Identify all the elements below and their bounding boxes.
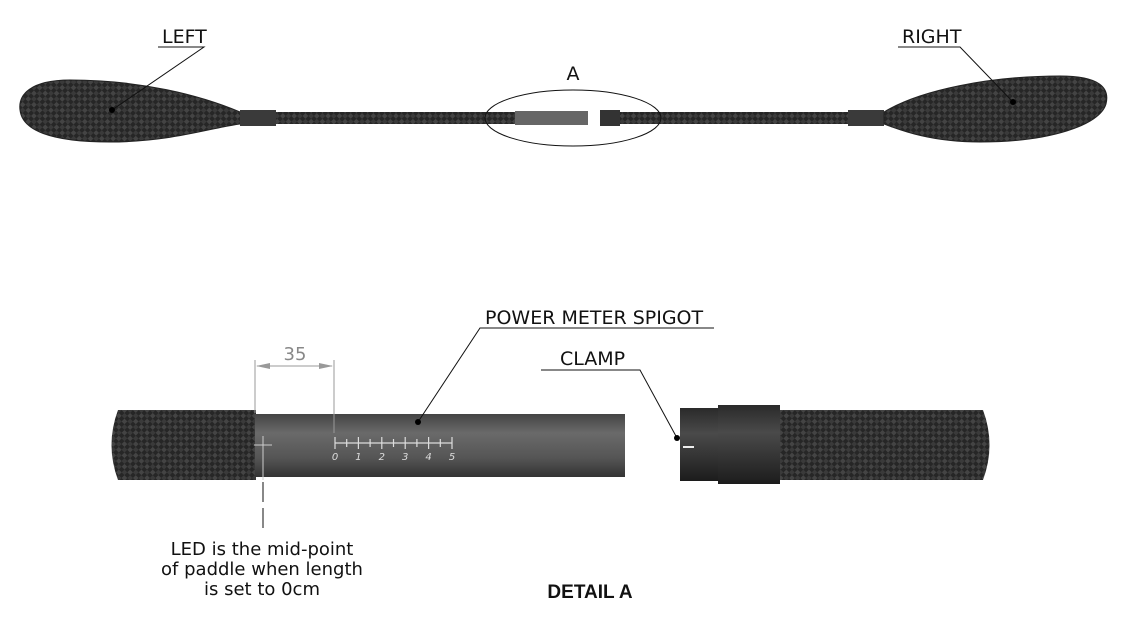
clamp-leader [541, 369, 678, 439]
detail-marker-label: A [567, 63, 580, 85]
ruler-number: 4 [425, 452, 431, 463]
detail-a: 35 0 1 2 3 4 5 POWER METER SPIGOT CLAMP LED i… [111, 307, 990, 603]
overview-clamp [600, 110, 620, 126]
right-blade [883, 75, 1108, 143]
ruler-number: 1 [355, 452, 361, 463]
clamp-leader-dot [674, 435, 680, 441]
left-label: LEFT [162, 26, 207, 48]
paddle-overview: A LEFT RIGHT [19, 26, 1108, 147]
ruler-number: 3 [402, 452, 408, 463]
right-label: RIGHT [902, 26, 962, 48]
led-note-line-1: LED is the mid-point [171, 539, 354, 560]
left-leader [111, 46, 206, 111]
ruler-number: 0 [332, 452, 338, 463]
detail-title: DETAIL A [547, 582, 632, 603]
led-note-line-3: is set to 0cm [204, 579, 320, 600]
detail-right-carbon-tube [780, 410, 990, 480]
detail-a-ellipse [484, 89, 662, 147]
right-leader [898, 46, 1014, 103]
length-ruler: 0 1 2 3 4 5 [332, 437, 455, 463]
right-ferrule [848, 110, 884, 126]
right-leader-dot [1010, 99, 1016, 105]
dimension-value: 35 [284, 344, 307, 365]
led-note-line-2: of paddle when length [161, 559, 363, 580]
overview-spigot [515, 111, 588, 125]
clamp-label: CLAMP [560, 348, 625, 370]
left-leader-dot [109, 107, 115, 113]
ruler-number: 2 [379, 452, 385, 463]
detail-left-carbon-tube [111, 410, 256, 480]
spigot-leader-dot [415, 419, 421, 425]
clamp-body [718, 405, 780, 484]
left-ferrule [240, 110, 276, 126]
left-blade [19, 79, 241, 143]
spigot-leader [417, 327, 714, 423]
clamp-collar [680, 408, 720, 481]
overview-gap [588, 108, 600, 128]
spigot-label: POWER METER SPIGOT [485, 307, 703, 329]
ruler-number: 5 [449, 452, 455, 463]
